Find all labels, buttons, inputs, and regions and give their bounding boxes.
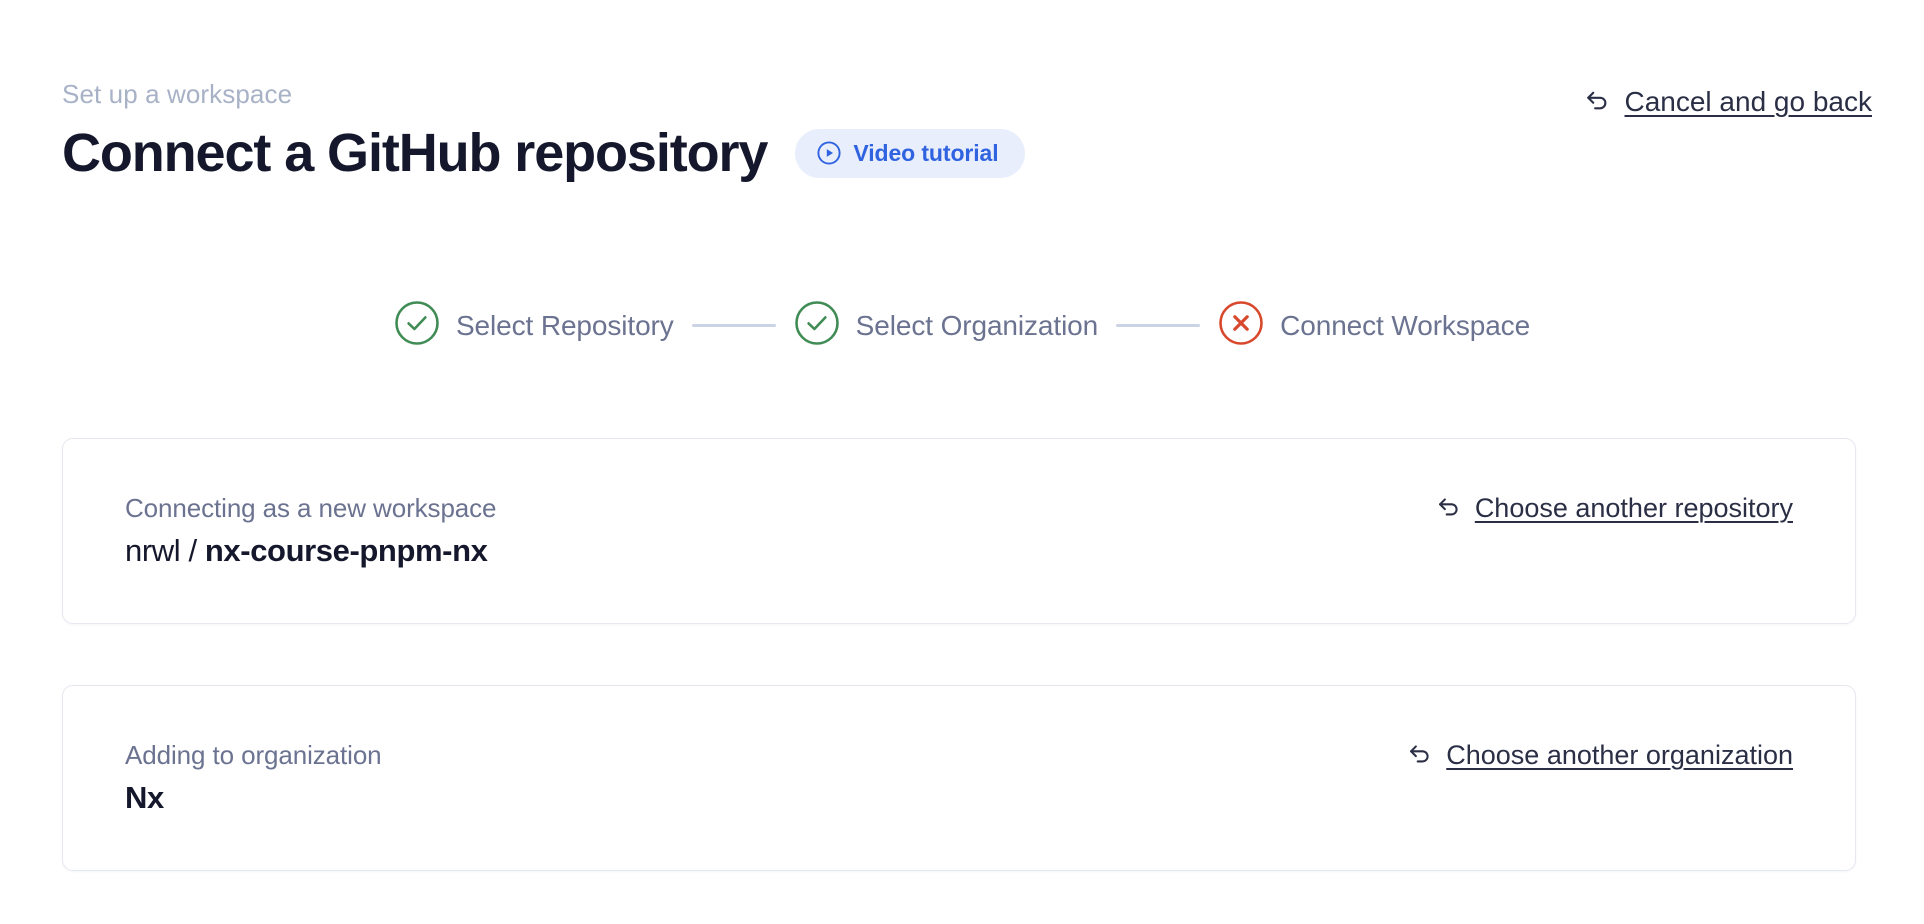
choose-another-repository-link[interactable]: Choose another repository: [1434, 491, 1793, 525]
step-label-select-repository: Select Repository: [455, 309, 674, 341]
choose-another-organization-link[interactable]: Choose another organization: [1405, 738, 1793, 772]
repository-caption: Connecting as a new workspace: [125, 493, 497, 523]
play-circle-icon: [816, 140, 842, 166]
step-connector-2: [1116, 324, 1201, 327]
organization-caption: Adding to organization: [125, 740, 382, 770]
choose-another-organization-label: Choose another organization: [1446, 739, 1793, 770]
step-connector-1: [691, 324, 776, 327]
video-tutorial-button[interactable]: Video tutorial: [795, 128, 1025, 178]
repository-summary: Connecting as a new workspace nrwl / nx-…: [125, 492, 497, 570]
step-label-select-organization: Select Organization: [855, 309, 1099, 341]
x-circle-icon: [1218, 300, 1264, 351]
repository-value: nrwl / nx-course-pnpm-nx: [125, 532, 496, 570]
breadcrumb-eyebrow: Set up a workspace: [62, 79, 293, 109]
organization-value: Nx: [125, 779, 382, 817]
page-title: Connect a GitHub repository: [62, 123, 768, 183]
back-arrow-icon: [1405, 738, 1434, 772]
organization-name: Nx: [125, 780, 164, 815]
repository-card: Connecting as a new workspace nrwl / nx-…: [62, 438, 1856, 624]
back-arrow-icon: [1434, 491, 1463, 525]
video-tutorial-label: Video tutorial: [853, 139, 999, 166]
repository-separator: /: [180, 533, 205, 568]
repository-owner: nrwl: [125, 533, 181, 568]
organization-summary: Adding to organization Nx: [125, 739, 382, 817]
step-select-organization[interactable]: Select Organization: [794, 300, 1098, 351]
check-circle-icon: [394, 300, 440, 351]
repository-card-inner: Connecting as a new workspace nrwl / nx-…: [63, 439, 1855, 623]
cancel-and-go-back-link[interactable]: Cancel and go back: [1582, 84, 1872, 119]
check-circle-icon: [794, 300, 840, 351]
organization-card: Adding to organization Nx Choose another…: [62, 685, 1856, 871]
step-select-repository[interactable]: Select Repository: [394, 300, 674, 351]
organization-card-inner: Adding to organization Nx Choose another…: [63, 686, 1855, 870]
choose-another-repository-label: Choose another repository: [1474, 492, 1793, 523]
step-connect-workspace[interactable]: Connect Workspace: [1218, 300, 1530, 351]
repository-name: nx-course-pnpm-nx: [204, 533, 488, 568]
step-label-connect-workspace: Connect Workspace: [1280, 309, 1531, 341]
progress-stepper: Select Repository Select Organization Co…: [0, 300, 1924, 351]
page-header: Set up a workspace Connect a GitHub repo…: [62, 78, 1872, 186]
cancel-and-go-back-label: Cancel and go back: [1624, 85, 1872, 117]
back-arrow-icon: [1582, 84, 1612, 119]
title-row: Connect a GitHub repository Video tutori…: [62, 120, 1872, 186]
